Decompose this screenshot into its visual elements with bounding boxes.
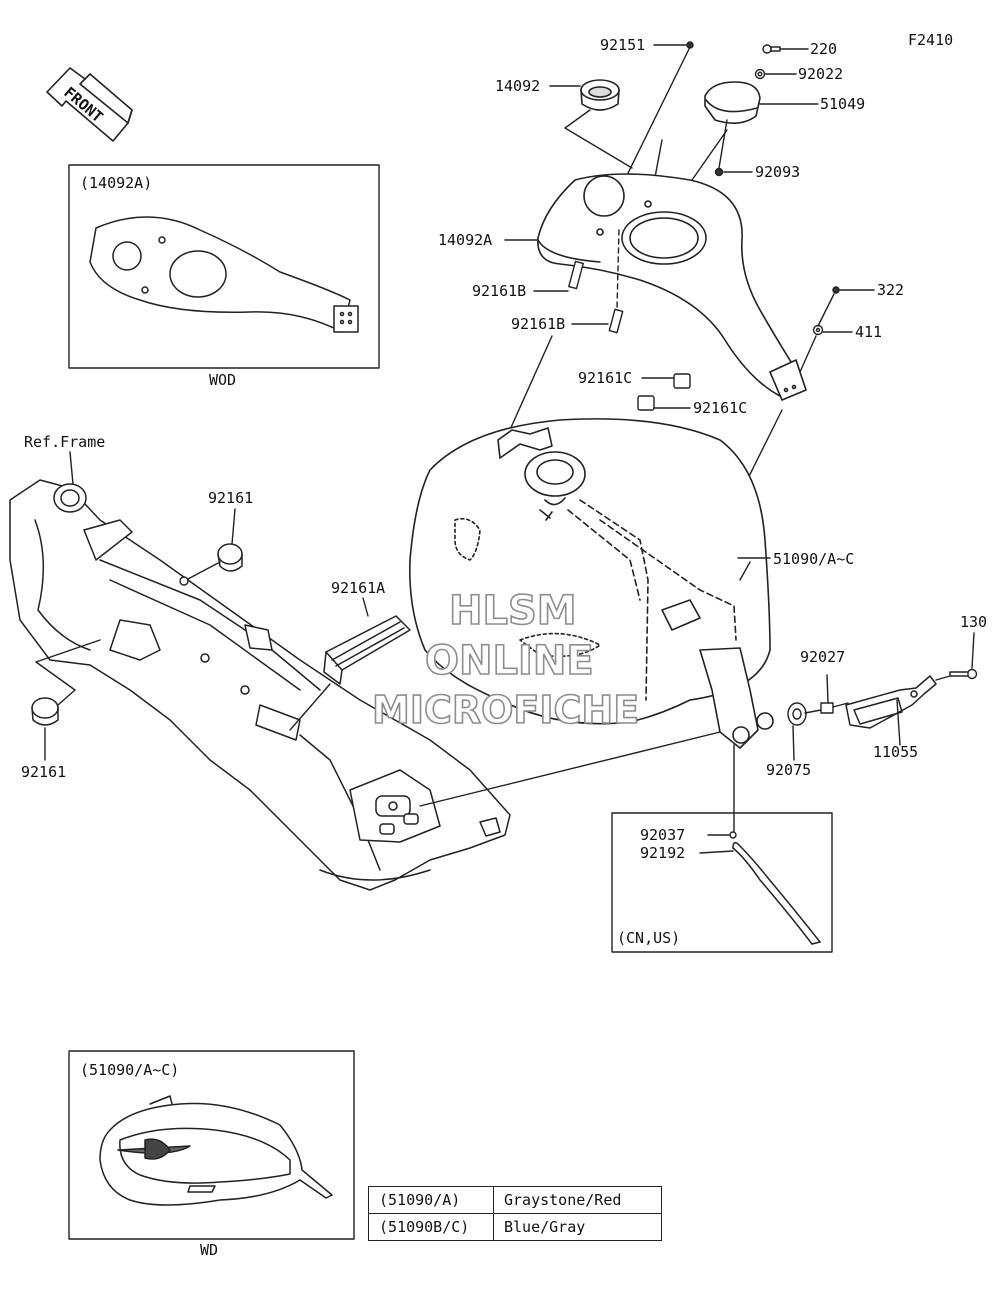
table-row: (51090B/C) Blue/Gray bbox=[368, 1213, 662, 1241]
part-label-14092[interactable]: 14092 bbox=[495, 77, 541, 95]
inset-wd-box bbox=[68, 1050, 355, 1240]
part-label-92161A[interactable]: 92161A bbox=[331, 579, 386, 597]
inset-wod-caption: WOD bbox=[209, 371, 237, 389]
part-label-92151[interactable]: 92151 bbox=[600, 36, 646, 54]
part-label-92161B-upper[interactable]: 92161B bbox=[472, 282, 527, 300]
damper-92161-top-icon bbox=[217, 543, 243, 572]
fuel-tank-51090-icon bbox=[408, 418, 774, 749]
clamp-92037-icon bbox=[729, 831, 737, 839]
inset-wod-title: (14092A) bbox=[80, 174, 153, 192]
inset-wd-title: (51090/A~C) bbox=[80, 1061, 180, 1079]
part-label-92192[interactable]: 92192 bbox=[640, 844, 686, 862]
color-variants-table: (51090/A) Graystone/Red (51090B/C) Blue/… bbox=[368, 1186, 662, 1241]
hose-92192-icon bbox=[732, 841, 821, 945]
front-arrow-icon bbox=[46, 67, 133, 142]
variant-color: Blue/Gray bbox=[493, 1213, 662, 1241]
bolt-220-icon bbox=[762, 44, 781, 54]
pad-92161B-upper-icon bbox=[568, 260, 584, 290]
variant-code: (51090/A) bbox=[368, 1186, 494, 1214]
inset-wod-box bbox=[68, 164, 380, 369]
part-label-14092A[interactable]: 14092A bbox=[438, 231, 493, 249]
tank-cover-14092A-icon bbox=[537, 173, 807, 401]
pad-92161C-upper-icon bbox=[673, 373, 691, 389]
part-label-92037[interactable]: 92037 bbox=[640, 826, 686, 844]
nut-92022-icon bbox=[754, 68, 766, 80]
part-label-92161B-lower[interactable]: 92161B bbox=[511, 315, 566, 333]
part-label-92093[interactable]: 92093 bbox=[755, 163, 801, 181]
screw-92093-icon bbox=[714, 167, 724, 177]
part-label-51049[interactable]: 51049 bbox=[820, 95, 866, 113]
pad-92161C-lower-icon bbox=[637, 395, 655, 411]
part-label-411[interactable]: 411 bbox=[855, 323, 883, 341]
part-label-11055[interactable]: 11055 bbox=[873, 743, 919, 761]
table-row: (51090/A) Graystone/Red bbox=[368, 1186, 662, 1214]
inset-cnus-title: (CN,US) bbox=[617, 929, 681, 947]
figure-code: F2410 bbox=[908, 31, 954, 49]
watermark-line1: HLSM bbox=[448, 587, 577, 635]
fuel-cap-14092-icon bbox=[580, 79, 620, 111]
part-label-322[interactable]: 322 bbox=[877, 281, 905, 299]
inset-cnus-box bbox=[611, 812, 833, 953]
part-label-92161C-lower[interactable]: 92161C bbox=[693, 399, 748, 417]
damper-92161-bottom-icon bbox=[31, 697, 59, 726]
part-label-92075[interactable]: 92075 bbox=[766, 761, 812, 779]
part-label-92161-top[interactable]: 92161 bbox=[208, 489, 254, 507]
part-label-92161C-upper[interactable]: 92161C bbox=[578, 369, 633, 387]
bracket-11055-icon bbox=[845, 675, 937, 729]
watermark-line2: ONLINE bbox=[424, 637, 594, 685]
part-label-220[interactable]: 220 bbox=[810, 40, 838, 58]
cover-51049-icon bbox=[704, 81, 761, 124]
part-label-51090[interactable]: 51090/A~C bbox=[773, 550, 855, 568]
pad-92161A-icon bbox=[323, 615, 411, 685]
washer-411-icon bbox=[812, 324, 824, 336]
screw-322-icon bbox=[832, 286, 840, 294]
tank-wd-icon bbox=[99, 1095, 333, 1206]
grommet-92075-icon bbox=[787, 702, 807, 726]
inset-wd-caption: WD bbox=[200, 1241, 219, 1259]
bolt-frame-icon bbox=[179, 576, 189, 586]
collar-92027-icon bbox=[820, 702, 834, 714]
part-label-130[interactable]: 130 bbox=[960, 613, 988, 631]
ref-frame-label: Ref.Frame bbox=[24, 433, 106, 451]
frame-icon bbox=[9, 479, 511, 891]
screw-92151-icon bbox=[686, 41, 694, 49]
variant-code: (51090B/C) bbox=[368, 1213, 494, 1241]
bolt-130-icon bbox=[949, 668, 978, 680]
pad-92161B-lower-icon bbox=[608, 308, 624, 334]
part-label-92161-bottom[interactable]: 92161 bbox=[21, 763, 67, 781]
part-label-92022[interactable]: 92022 bbox=[798, 65, 844, 83]
variant-color: Graystone/Red bbox=[493, 1186, 662, 1214]
tank-cover-wod-icon bbox=[89, 216, 359, 333]
part-label-92027[interactable]: 92027 bbox=[800, 648, 846, 666]
watermark-line3: MICROFICHE bbox=[371, 687, 640, 733]
